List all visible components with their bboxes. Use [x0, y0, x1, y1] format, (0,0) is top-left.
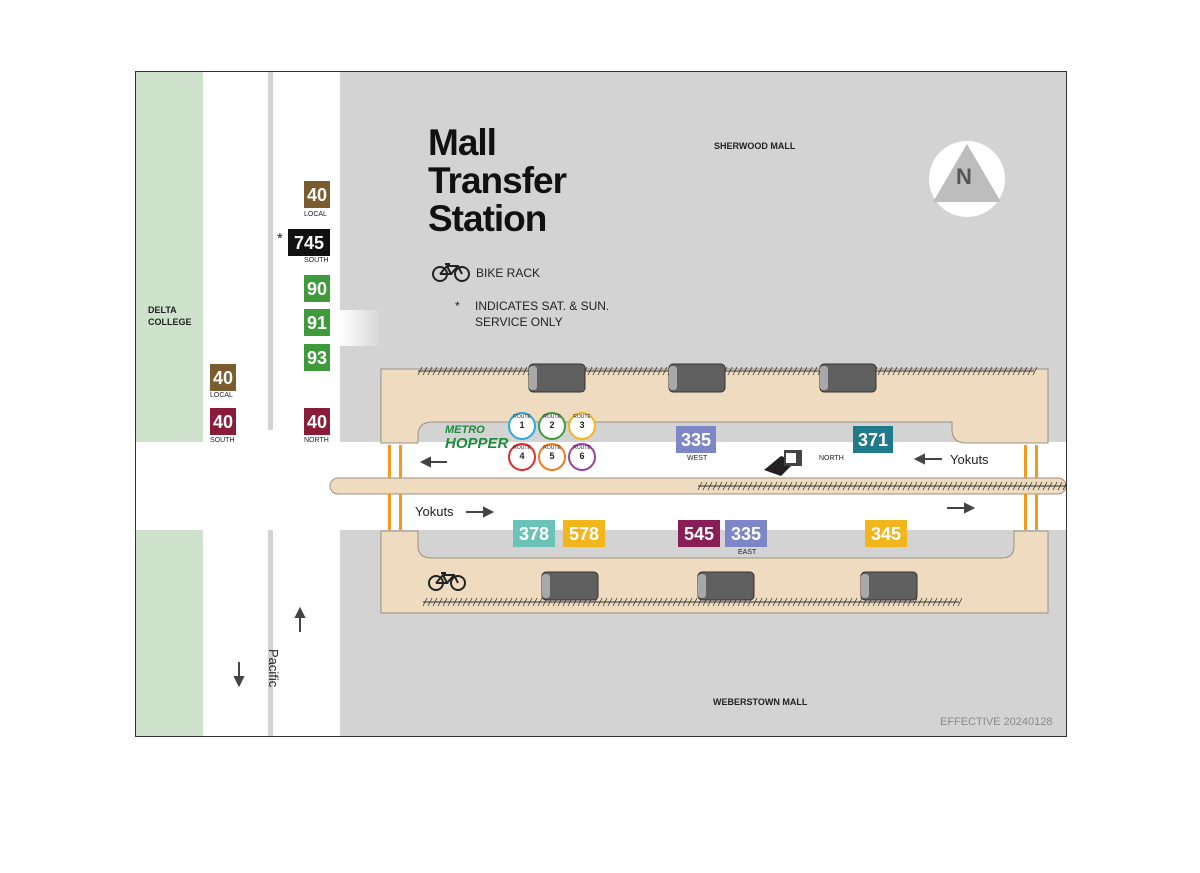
legend-note: * INDICATES SAT. & SUN. SERVICE ONLY — [455, 298, 609, 330]
hopper-route-5-num: 5 — [549, 451, 555, 461]
title-line-2: Transfer — [428, 160, 567, 201]
route-40-south-label: SOUTH — [210, 437, 235, 444]
legend-bike-rack-label: BIKE RACK — [476, 266, 541, 280]
metro-hopper-line-2: HOPPER — [445, 435, 509, 452]
transit-map: Mall Transfer Station BIKE RACK * INDICA… — [135, 71, 1067, 737]
route-745-asterisk: * — [277, 230, 283, 247]
hopper-route-1-word: ROUTE — [513, 414, 531, 420]
hopper-route-4-num: 4 — [519, 451, 525, 461]
metro-hopper-logo: METRO HOPPER — [445, 424, 509, 452]
entrance-driveway — [340, 310, 382, 346]
route-745-box: 745 — [288, 229, 330, 256]
route-545-box: 545 — [678, 520, 720, 547]
route-91-box: 91 — [304, 309, 330, 336]
label-sherwood-mall: SHERWOOD MALL — [714, 141, 796, 151]
hopper-route-2-num: 2 — [549, 420, 555, 430]
route-378-box: 378 — [513, 520, 555, 547]
crosswalk-nw — [388, 445, 391, 478]
compass-north-letter: N — [956, 164, 972, 189]
route-578-box: 578 — [563, 520, 605, 547]
route-335-east-box: 335 — [725, 520, 767, 547]
crosswalk-se — [1024, 494, 1027, 530]
effective-date: EFFECTIVE 20240128 — [940, 716, 1053, 728]
route-40-south-box: 40 — [210, 408, 236, 435]
shelter-south-3 — [860, 571, 918, 601]
hopper-route-6-num: 6 — [579, 451, 585, 461]
label-delta-college-line-1: DELTA — [148, 305, 177, 315]
hopper-route-5-word: ROUTE — [543, 445, 561, 451]
shelter-north-1 — [528, 363, 586, 393]
route-90-box: 90 — [304, 275, 330, 302]
legend-bike-rack: BIKE RACK — [432, 262, 540, 287]
route-371-label: NORTH — [819, 455, 844, 462]
street-label-yokuts-north: Yokuts — [950, 452, 989, 467]
hopper-route-3-word: ROUTE — [573, 414, 591, 420]
bicycle-icon — [432, 263, 470, 282]
route-335-west-box: 335 — [676, 426, 716, 453]
delta-college-lawn-south — [136, 530, 203, 736]
metro-hopper-line-1: METRO — [445, 424, 485, 436]
street-label-yokuts-south: Yokuts — [415, 504, 454, 519]
route-40-local-west-box: 40 — [210, 364, 236, 391]
route-745-label: SOUTH — [304, 257, 329, 264]
pacific-median-north — [268, 72, 273, 430]
crosswalk-sw — [388, 494, 391, 530]
shelter-north-2 — [668, 363, 726, 393]
shelter-south-1 — [541, 571, 599, 601]
map-background — [136, 72, 1066, 736]
shelter-north-3 — [819, 363, 877, 393]
route-40-local-box: 40 — [304, 181, 330, 208]
route-371-box: 371 — [853, 426, 893, 453]
legend-note-line-2: SERVICE ONLY — [475, 315, 563, 329]
route-335-west-label: WEST — [687, 455, 708, 462]
bike-rack-icon — [428, 572, 466, 591]
crosswalk-ne — [1024, 445, 1027, 478]
pacific-median-south — [268, 530, 273, 736]
hopper-route-2-word: ROUTE — [543, 414, 561, 420]
street-label-pacific: Pacific — [266, 649, 281, 688]
hopper-route-3-num: 3 — [579, 420, 585, 430]
label-weberstown-mall: WEBERSTOWN MALL — [713, 697, 808, 707]
label-delta-college: DELTA COLLEGE — [148, 304, 192, 328]
hopper-route-4-word: ROUTE — [513, 445, 531, 451]
title-line-3: Station — [428, 198, 547, 239]
hopper-route-1-num: 1 — [519, 420, 525, 430]
route-335-east-label: EAST — [738, 549, 757, 556]
route-40-local-west-label: LOCAL — [210, 392, 233, 399]
title-line-1: Mall — [428, 122, 497, 163]
delta-college-lawn-north — [136, 72, 203, 442]
route-345-box: 345 — [865, 520, 907, 547]
route-40-local-label: LOCAL — [304, 211, 327, 218]
route-93-box: 93 — [304, 344, 330, 371]
legend-note-line-1: INDICATES SAT. & SUN. — [475, 299, 610, 313]
shelter-south-2 — [697, 571, 755, 601]
legend-asterisk: * — [455, 299, 460, 313]
page-title: Mall Transfer Station — [428, 122, 567, 239]
label-delta-college-line-2: COLLEGE — [148, 317, 192, 327]
info-kiosk — [764, 450, 802, 476]
route-40-north-box: 40 — [304, 408, 330, 435]
hopper-route-6-word: ROUTE — [573, 445, 591, 451]
route-40-north-label: NORTH — [304, 437, 329, 444]
